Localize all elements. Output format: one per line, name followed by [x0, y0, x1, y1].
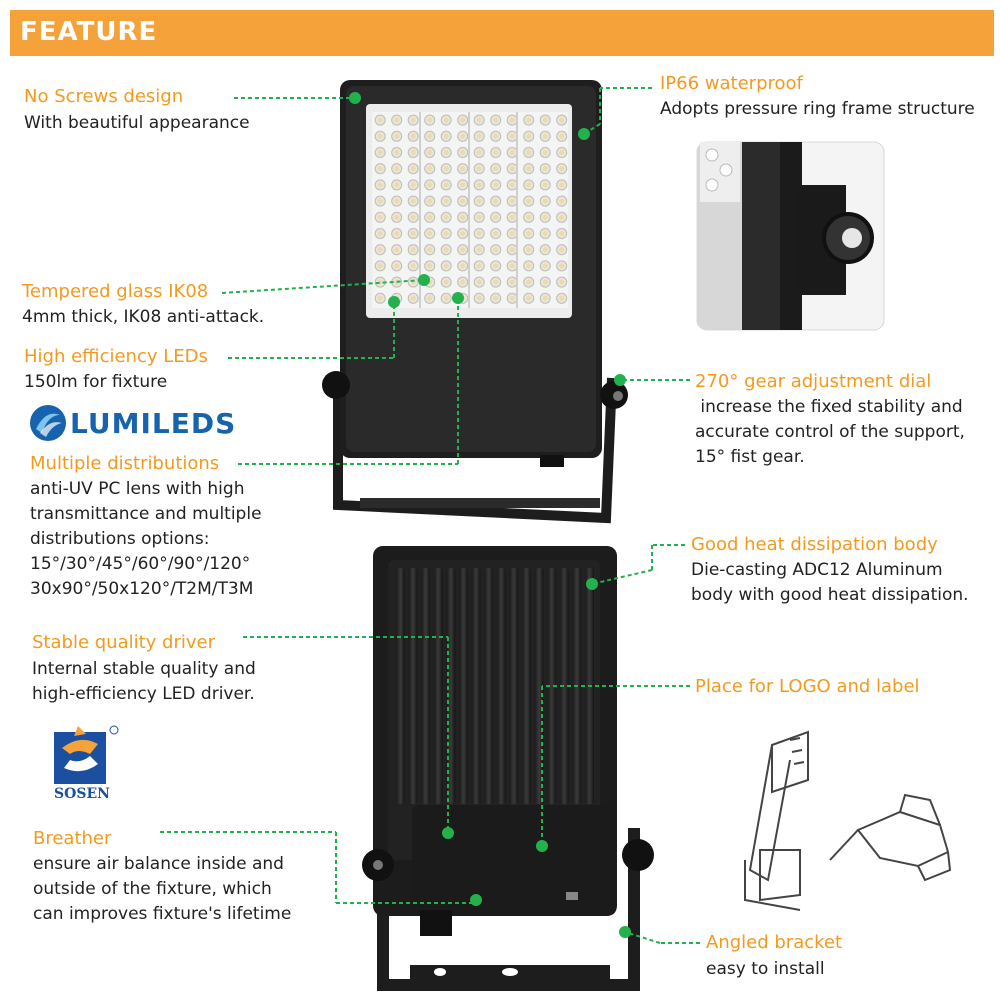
heatsink-fin	[408, 568, 418, 804]
heat-body-desc-2: body with good heat dissipation.	[691, 585, 969, 605]
angled-bracket-illustration	[744, 730, 809, 911]
multiple-dist-desc-2: transmittance and multiple	[30, 504, 262, 524]
heatsink-fin	[522, 568, 531, 804]
multiple-dist-desc-1: anti-UV PC lens with high	[30, 479, 245, 499]
heatsink-fin	[559, 568, 569, 804]
feature-banner: FEATURE	[10, 10, 994, 56]
heatsink-fin	[471, 568, 481, 804]
waterproof-detail-photo	[696, 141, 885, 331]
sosen-emblem-icon	[54, 725, 119, 784]
logo-label-title: Place for LOGO and label	[695, 676, 920, 697]
sosen-wordmark: SOSEN	[54, 786, 110, 802]
angled-bracket-desc: easy to install	[706, 959, 825, 979]
gear-dial-title: 270° gear adjustment dial	[695, 371, 932, 392]
tempered-glass-desc: 4mm thick, IK08 anti-attack.	[22, 307, 265, 327]
breather-desc-2: outside of the fixture, which	[33, 879, 272, 899]
heatsink-fin	[459, 568, 468, 804]
tempered-glass-title: Tempered glass IK08	[22, 281, 209, 302]
gear-dial-desc-1: increase the fixed stability and	[695, 397, 963, 417]
high-eff-leds-title: High efficiency LEDs	[24, 346, 208, 367]
gear-dial-desc-3: 15° fist gear.	[695, 447, 805, 467]
no-screws-desc: With beautiful appearance	[24, 113, 250, 133]
heatsink-fin	[396, 568, 405, 804]
stable-driver-desc-1: Internal stable quality and	[32, 659, 256, 679]
heat-body-title: Good heat dissipation body	[691, 534, 938, 555]
breather-desc-1: ensure air balance inside and	[33, 854, 284, 874]
no-screws-title: No Screws design	[24, 86, 184, 107]
front-fixture	[322, 80, 628, 467]
lumileds-wordmark: LUMILEDS	[70, 407, 237, 440]
front-bracket	[333, 377, 617, 524]
multiple-dist-title: Multiple distributions	[30, 453, 220, 474]
lumileds-swirl-icon	[30, 405, 66, 441]
heat-body-desc-1: Die-casting ADC12 Aluminum	[691, 560, 943, 580]
banner-title: FEATURE	[20, 17, 158, 47]
multiple-dist-desc-4: 15°/30°/45°/60°/90°/120°	[30, 554, 251, 574]
heatsink-fin	[433, 568, 443, 804]
leader-dots	[349, 92, 631, 938]
lumileds-logo: LUMILEDS	[28, 403, 238, 443]
multiple-dist-desc-3: distributions options:	[30, 529, 210, 549]
breather-title: Breather	[33, 828, 112, 849]
ip66-title: IP66 waterproof	[660, 73, 803, 94]
stable-driver-desc-2: high-efficiency LED driver.	[32, 684, 255, 704]
ip66-desc: Adopts pressure ring frame structure	[660, 99, 975, 119]
stable-driver-title: Stable quality driver	[32, 632, 215, 653]
gear-dial-desc-2: accurate control of the support,	[695, 422, 965, 442]
angled-bracket-title: Angled bracket	[706, 932, 843, 953]
heatsink-fin	[421, 568, 431, 804]
heatsink-fin	[484, 568, 494, 804]
heatsink-fin	[547, 568, 557, 804]
breather-desc-3: can improves fixture's lifetime	[33, 904, 292, 924]
heatsink-fin	[496, 568, 506, 804]
back-fixture	[362, 546, 654, 936]
leader-lines	[160, 87, 700, 944]
heatsink-fin	[509, 568, 519, 804]
high-eff-leds-desc: 150lm for fixture	[24, 372, 168, 392]
sosen-logo: SOSEN	[52, 724, 122, 810]
multiple-dist-desc-5: 30x90°/50x120°/T2M/T3M	[30, 579, 254, 599]
registered-mark-icon	[109, 725, 119, 735]
screwdriver-illustration-icon	[829, 793, 952, 882]
